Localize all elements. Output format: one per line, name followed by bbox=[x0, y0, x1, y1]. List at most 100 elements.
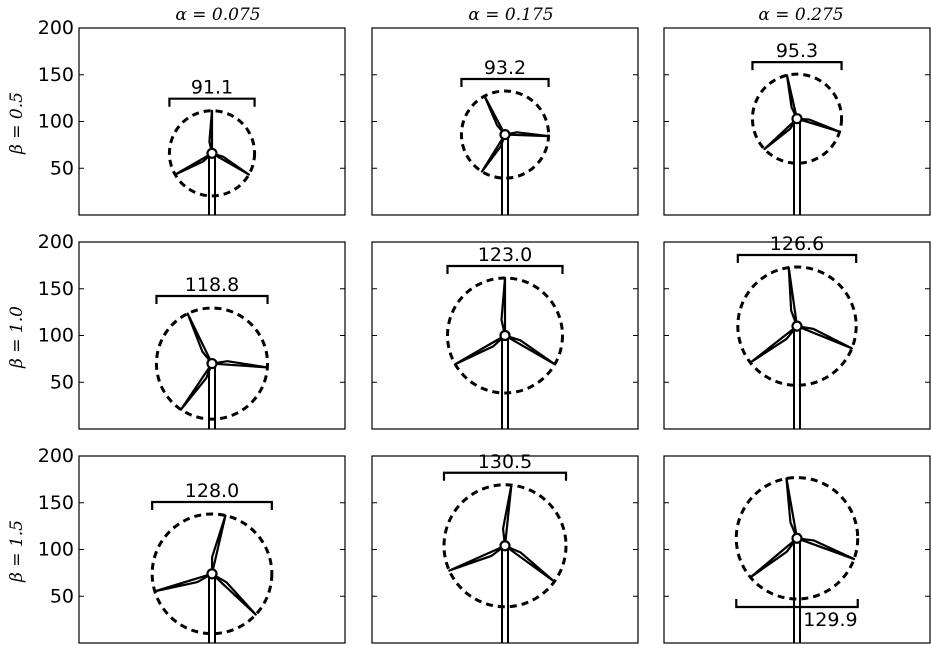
panel-r2-c3: 126.6 bbox=[663, 233, 931, 430]
diameter-bracket bbox=[736, 253, 858, 263]
column-title-3: α = 0.275 bbox=[758, 5, 843, 25]
hub bbox=[206, 568, 218, 580]
blade bbox=[763, 117, 798, 151]
blade bbox=[796, 325, 853, 350]
turbine bbox=[154, 306, 270, 429]
rotor-circle bbox=[736, 265, 858, 387]
turbine bbox=[442, 483, 568, 643]
row-title-3: β = 1.5 bbox=[7, 520, 27, 583]
diameter-label: 130.5 bbox=[478, 451, 532, 473]
diameter-label: 129.9 bbox=[803, 609, 857, 631]
hub bbox=[791, 320, 803, 332]
blade bbox=[211, 152, 250, 176]
panel-r3-c3: 129.9 bbox=[663, 455, 931, 644]
diameter-bracket bbox=[460, 77, 550, 88]
hub bbox=[791, 532, 803, 544]
turbine bbox=[736, 265, 858, 429]
rotor-circle bbox=[459, 89, 551, 180]
hub bbox=[499, 128, 511, 141]
blade bbox=[504, 544, 556, 583]
diameter-label: 91.1 bbox=[191, 77, 233, 99]
y-tick-label: 50 bbox=[50, 157, 74, 179]
hub bbox=[791, 113, 803, 125]
blade bbox=[796, 537, 856, 561]
hub bbox=[499, 329, 511, 342]
y-tick-label: 150 bbox=[38, 64, 74, 86]
blade bbox=[210, 514, 227, 575]
column-title-2: α = 0.175 bbox=[468, 5, 553, 25]
diameter-bracket bbox=[151, 500, 273, 510]
blade bbox=[448, 544, 506, 572]
diameter-label: 118.8 bbox=[185, 274, 239, 296]
rotor-circle bbox=[734, 476, 860, 601]
rotor-circle bbox=[167, 109, 257, 198]
hub bbox=[499, 540, 511, 552]
blade bbox=[501, 483, 513, 546]
y-tick-label: 200 bbox=[38, 445, 74, 467]
diameter-bracket bbox=[168, 97, 256, 107]
blade bbox=[454, 334, 506, 366]
panel-frame bbox=[78, 241, 346, 430]
rotor-circle bbox=[442, 483, 568, 609]
blade bbox=[480, 134, 507, 173]
diameter-bracket bbox=[155, 294, 269, 305]
blade bbox=[787, 266, 799, 327]
turbine bbox=[459, 89, 551, 215]
y-tick-label: 100 bbox=[38, 325, 74, 347]
diameter-bracket bbox=[751, 61, 843, 71]
blade bbox=[153, 572, 213, 593]
panel-r3-c2: 130.5 bbox=[371, 451, 639, 644]
rotor-circle bbox=[750, 72, 844, 165]
panel-frame bbox=[663, 241, 931, 430]
hub bbox=[206, 357, 218, 370]
blade bbox=[211, 360, 269, 369]
y-tick-label: 150 bbox=[38, 278, 74, 300]
diameter-label: 95.3 bbox=[776, 40, 818, 62]
panel-r1-c3: 95.3 bbox=[663, 27, 931, 216]
blade bbox=[174, 152, 213, 176]
blade bbox=[208, 109, 214, 154]
blade bbox=[500, 276, 507, 336]
rotor-circle bbox=[150, 512, 274, 636]
diameter-bracket bbox=[446, 264, 564, 274]
panel-grid: 50 100 150 200 91.1 93.2 95.3 50 100 150 200 118.8 1… bbox=[38, 17, 931, 644]
turbine bbox=[734, 476, 860, 643]
blade bbox=[211, 572, 257, 616]
row-title-2: β = 1.0 bbox=[7, 306, 27, 369]
blade bbox=[785, 74, 799, 120]
blade bbox=[179, 362, 214, 411]
diameter-label: 128.0 bbox=[185, 480, 239, 502]
rotor-circle bbox=[154, 306, 270, 421]
column-title-1: α = 0.075 bbox=[175, 5, 260, 25]
panel-r1-c1: 50 100 150 200 91.1 bbox=[38, 17, 346, 216]
blade bbox=[186, 312, 213, 365]
diameter-label: 93.2 bbox=[484, 57, 526, 79]
panel-frame bbox=[663, 27, 931, 216]
hub bbox=[206, 147, 218, 159]
y-tick-label: 100 bbox=[38, 111, 74, 133]
blade bbox=[785, 477, 799, 539]
y-tick-label: 150 bbox=[38, 492, 74, 514]
diameter-bracket bbox=[735, 599, 859, 609]
diameter-bracket bbox=[442, 471, 568, 481]
panel-frame bbox=[78, 455, 346, 644]
y-tick-label: 50 bbox=[50, 371, 74, 393]
turbine bbox=[167, 109, 257, 215]
y-tick-label: 50 bbox=[50, 585, 74, 607]
y-tick-label: 100 bbox=[38, 539, 74, 561]
blade bbox=[749, 537, 798, 579]
row-title-1: β = 0.5 bbox=[7, 92, 27, 155]
blade bbox=[504, 131, 550, 138]
panel-r2-c2: 123.0 bbox=[371, 241, 639, 430]
turbine bbox=[750, 72, 844, 215]
y-tick-label: 200 bbox=[38, 17, 74, 39]
diameter-label: 126.6 bbox=[770, 233, 824, 255]
turbine bbox=[445, 276, 565, 429]
blade bbox=[504, 334, 556, 366]
panel-r1-c2: 93.2 bbox=[371, 27, 639, 216]
blade bbox=[749, 325, 798, 364]
blade bbox=[796, 117, 841, 133]
panel-r3-c1: 50 100 150 200 128.0 bbox=[38, 445, 346, 644]
